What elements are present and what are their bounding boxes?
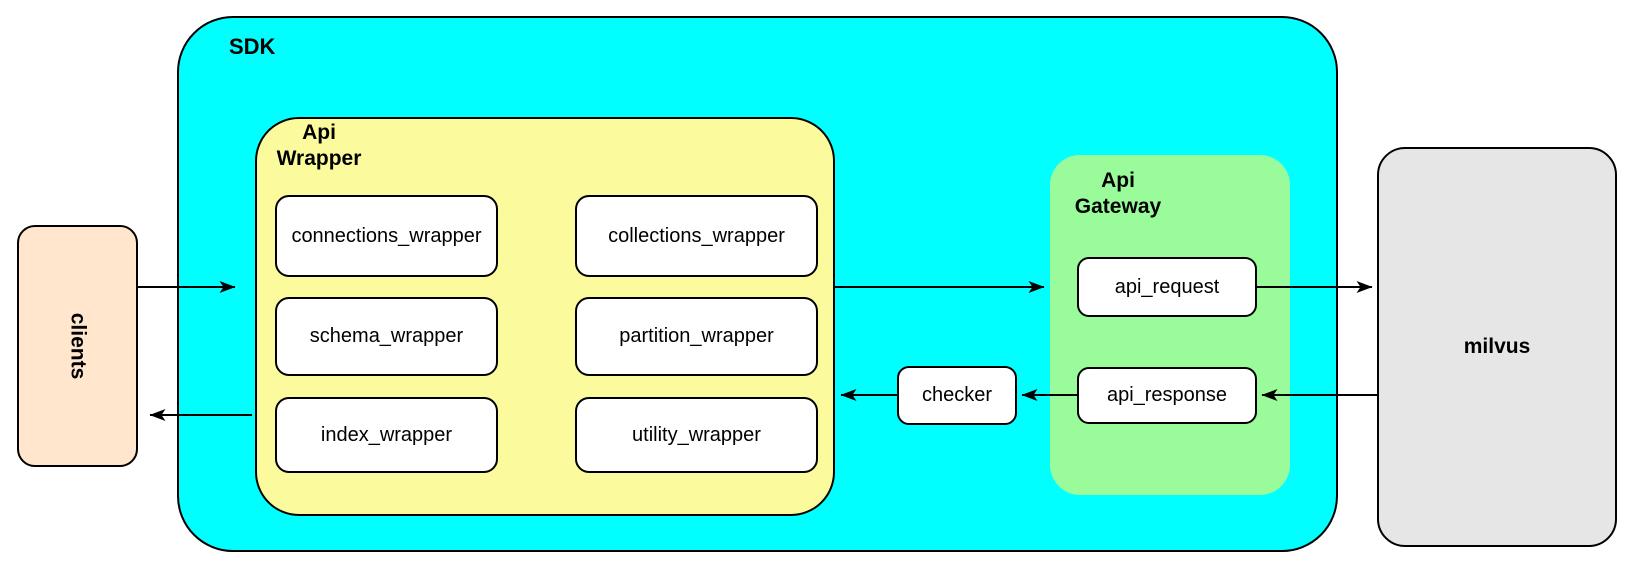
api-gateway-container [1050,155,1290,495]
connections-wrapper-node: connections_wrapper [275,195,498,277]
utility-wrapper-label: utility_wrapper [632,423,761,446]
collections-wrapper-label: collections_wrapper [608,224,785,247]
api-gateway-label: Api Gateway [1074,169,1162,219]
index-wrapper-label: index_wrapper [320,423,453,446]
utility-wrapper-node: utility_wrapper [575,397,818,473]
checker-node: checker [897,366,1017,425]
api-request-node: api_request [1077,257,1257,317]
api-response-label: api_response [1106,384,1228,406]
api-response-node: api_response [1077,367,1257,424]
api-request-label: api_request [1114,275,1220,298]
partition-wrapper-node: partition_wrapper [575,297,818,376]
schema-wrapper-label: schema_wrapper [309,325,464,347]
schema-wrapper-node: schema_wrapper [275,297,498,376]
index-wrapper-node: index_wrapper [275,397,498,473]
sdk-label: SDK [229,34,276,59]
partition-wrapper-label: partition_wrapper [619,325,774,347]
clients-label: clients [66,312,90,380]
clients-node: clients [17,225,138,467]
milvus-node: milvus [1377,147,1617,547]
milvus-label: milvus [1463,335,1531,358]
checker-label: checker [921,384,993,406]
api-wrapper-label: Api Wrapper [276,121,362,171]
collections-wrapper-node: collections_wrapper [575,195,818,277]
connections-wrapper-label: connections_wrapper [291,224,482,247]
